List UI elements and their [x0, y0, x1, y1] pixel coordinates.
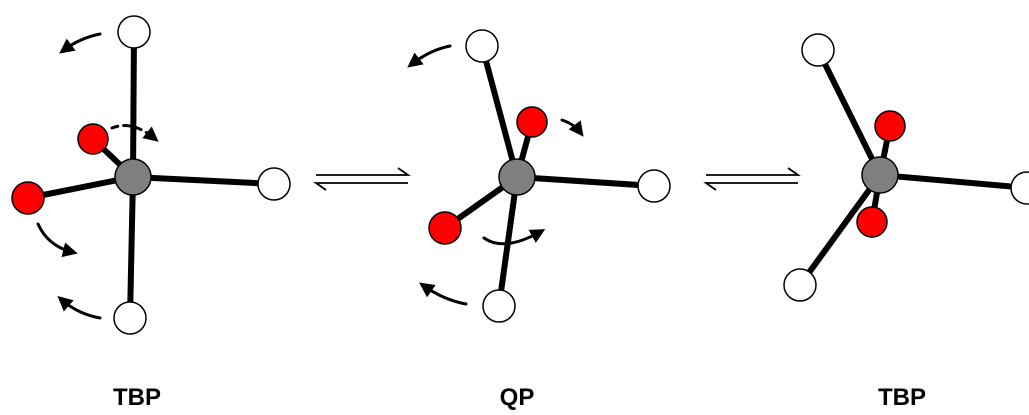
- bond-axial-bottom: [127, 174, 136, 321]
- white-ligand-bottom: [113, 301, 147, 335]
- red-ligand-upper: [516, 106, 548, 138]
- white-ligand-right: [1010, 171, 1029, 205]
- central-atom: [861, 156, 899, 194]
- molecule-tbp-right: [783, 33, 1029, 302]
- bonds: [442, 43, 657, 309]
- equilibrium-arrows-2: [703, 167, 801, 191]
- label-qp: QP: [499, 384, 535, 411]
- bond-upper-left: [815, 47, 883, 178]
- bond-right: [877, 172, 1029, 191]
- curved-arrow-center: [482, 229, 546, 246]
- curved-arrow-top: [59, 32, 102, 54]
- red-ligand-back: [77, 123, 109, 155]
- curved-arrow-bottom: [419, 282, 468, 306]
- motion-arrows: [407, 44, 584, 306]
- bond-lower: [496, 174, 520, 309]
- curved-arrow-left: [36, 222, 78, 258]
- bond-equatorial-right: [130, 174, 277, 187]
- motion-arrows: [36, 32, 159, 320]
- white-ligand-right: [637, 169, 671, 203]
- curved-arrow-top: [407, 44, 452, 68]
- dashed-arrow-center: [110, 124, 159, 142]
- white-ligand-lower-left: [783, 268, 817, 302]
- curved-arrow-right: [560, 118, 584, 137]
- bond-lower-left: [797, 172, 883, 288]
- bonds: [797, 47, 1029, 288]
- red-ligand-left: [11, 181, 45, 215]
- molecule-tbp-left: [11, 15, 291, 335]
- white-ligand-upper-left: [465, 29, 499, 63]
- red-ligand-lower: [856, 206, 888, 238]
- bond-upper-left: [479, 43, 520, 180]
- central-atom: [498, 158, 536, 196]
- label-tbp-right: TBP: [878, 384, 926, 411]
- equilibrium-arrows-1: [313, 167, 411, 191]
- bond-right: [514, 174, 657, 189]
- white-ligand-top: [117, 15, 151, 49]
- molecule-qp: [407, 29, 671, 323]
- curved-arrow-bottom: [57, 296, 102, 320]
- label-tbp-left: TBP: [113, 384, 161, 411]
- bond-axial-top: [130, 29, 137, 180]
- red-ligand-upper: [874, 110, 906, 142]
- red-ligand-lower-left: [428, 211, 462, 245]
- central-atom: [114, 158, 152, 196]
- white-ligand-lower: [482, 289, 516, 323]
- white-ligand-upper-left: [801, 33, 835, 67]
- white-ligand-right: [257, 167, 291, 201]
